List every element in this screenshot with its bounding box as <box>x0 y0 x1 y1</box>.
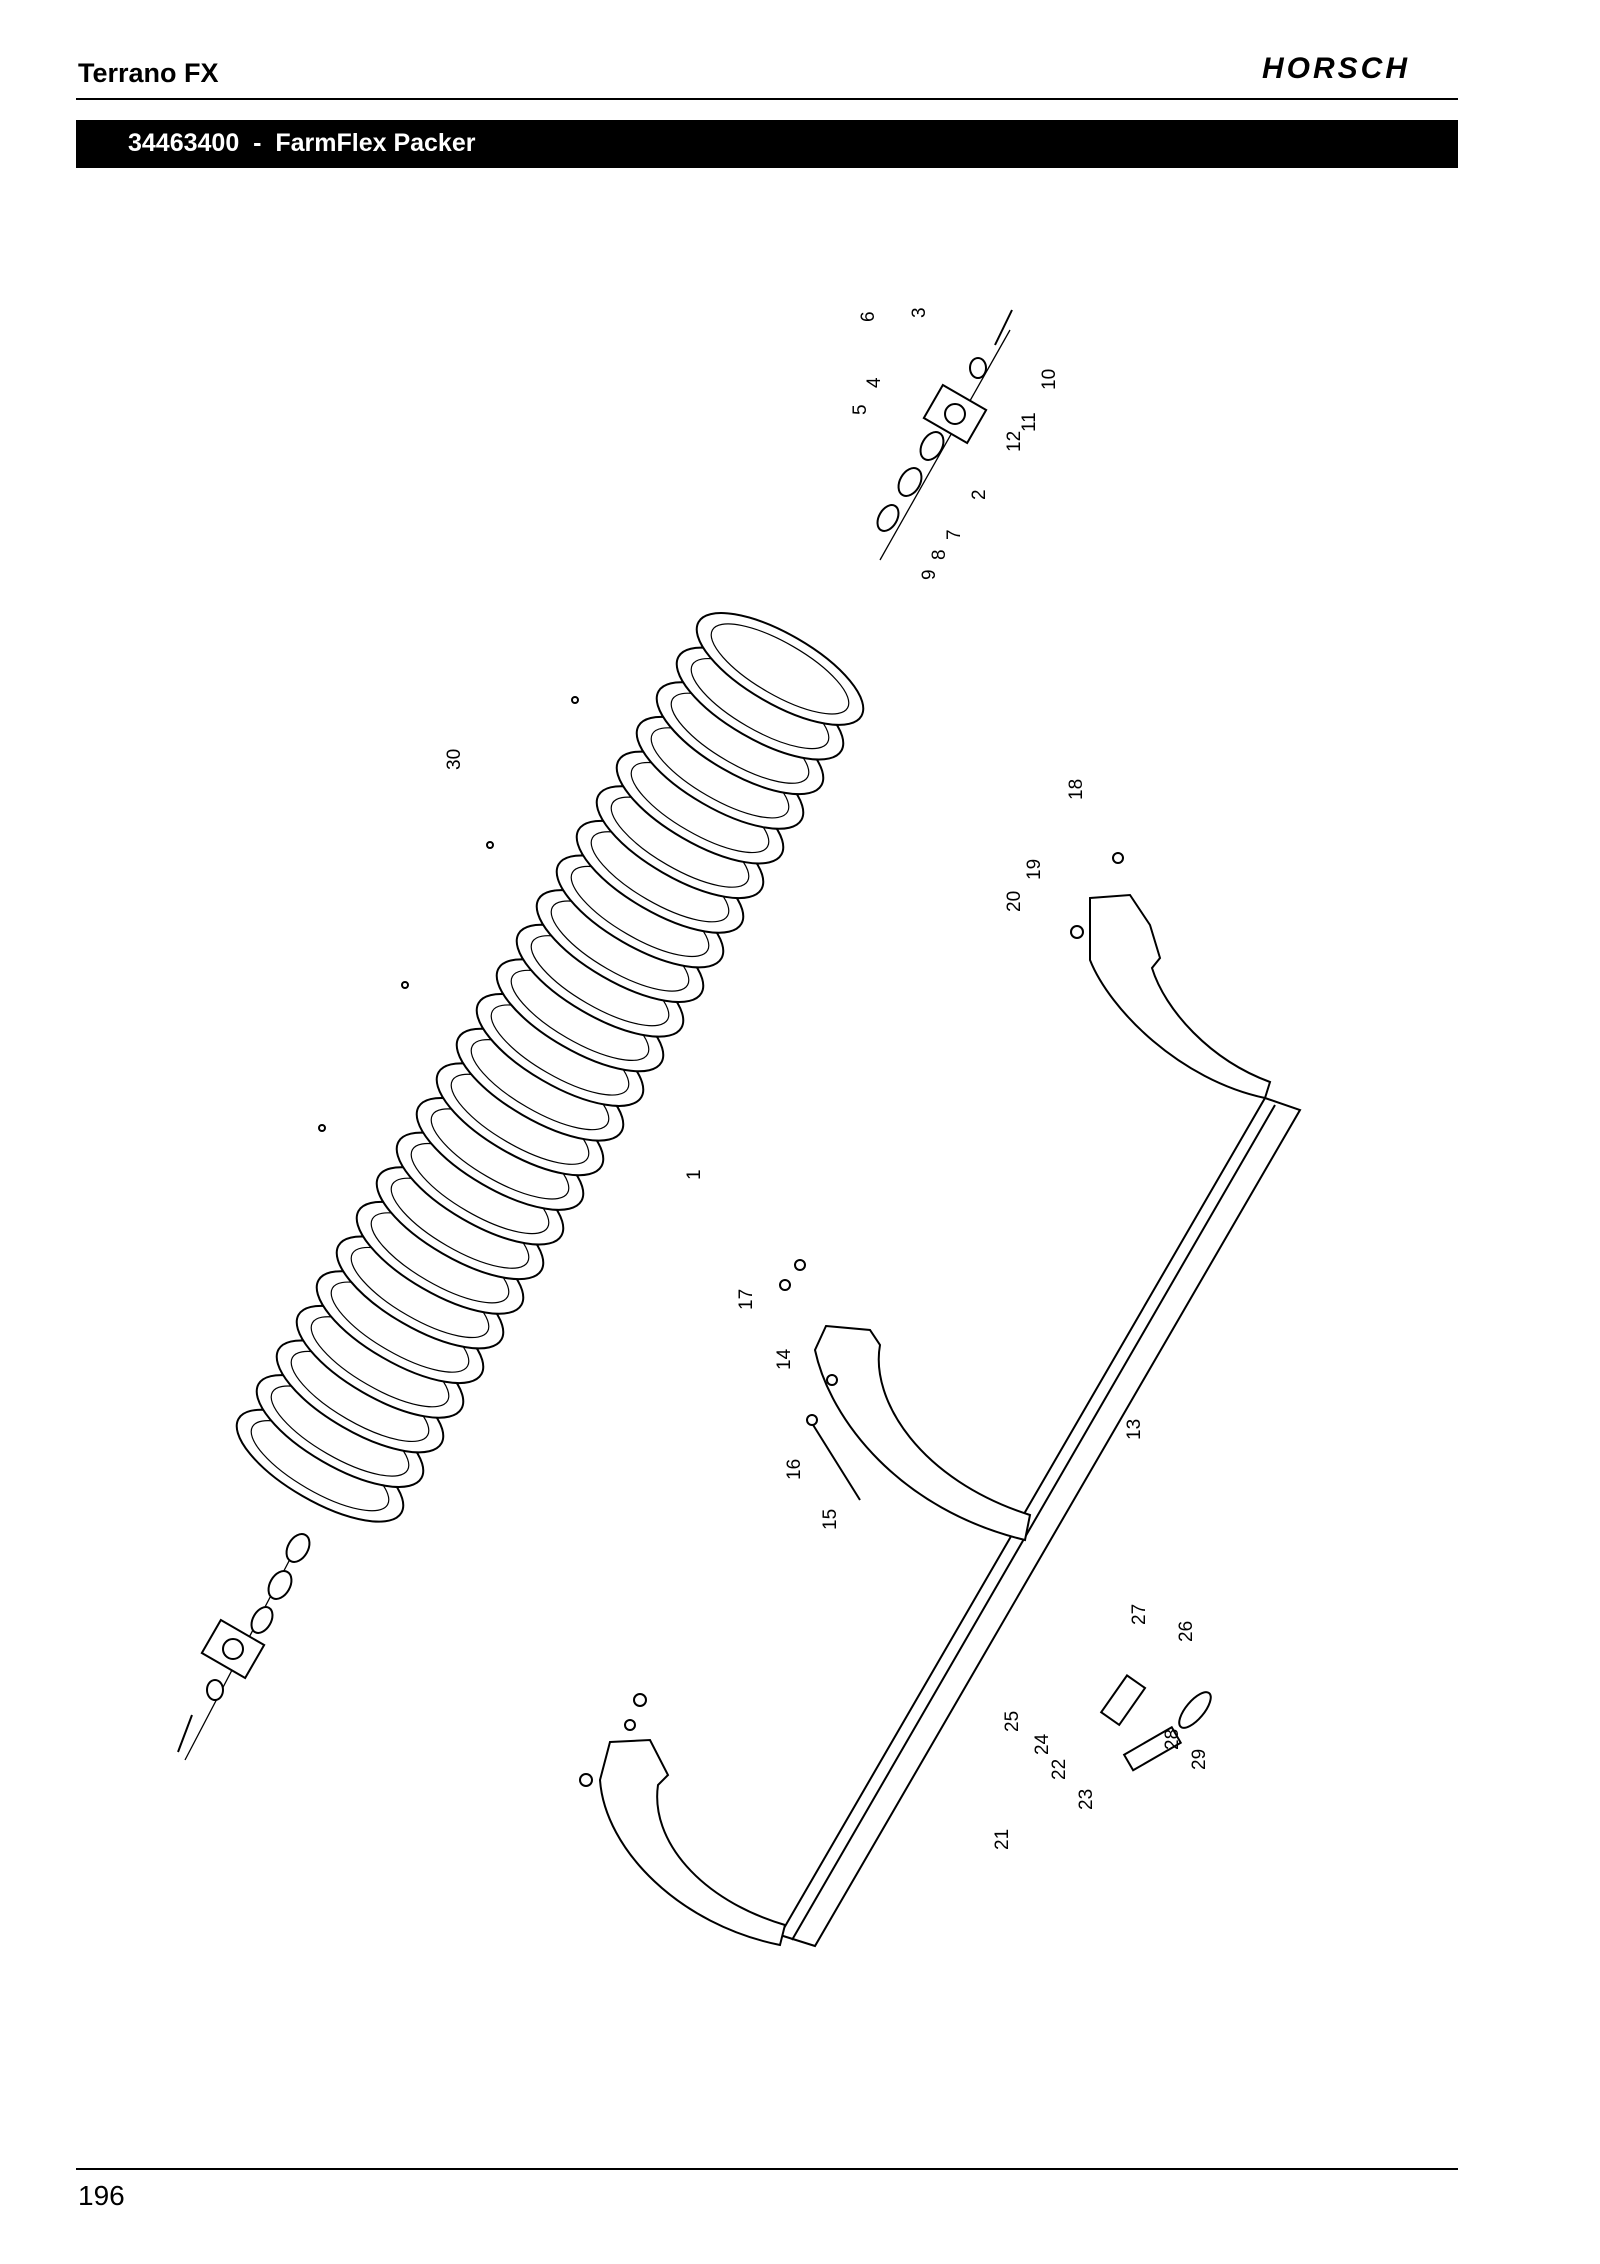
callout-18: 18 <box>1066 779 1087 800</box>
callout-9: 9 <box>919 569 940 580</box>
callout-1: 1 <box>684 1169 705 1180</box>
callout-labels: 1234567891011121314151617181920212223242… <box>444 307 1210 1850</box>
callout-24: 24 <box>1032 1733 1053 1755</box>
callout-16: 16 <box>784 1459 805 1480</box>
callout-26: 26 <box>1176 1621 1197 1642</box>
frame-beam <box>778 1096 1302 1948</box>
section-bar: 34463400 - FarmFlex Packer <box>76 120 1458 168</box>
callout-25: 25 <box>1002 1711 1023 1732</box>
callout-2: 2 <box>969 489 990 500</box>
callout-13: 13 <box>1124 1419 1145 1440</box>
header-divider <box>76 98 1458 100</box>
callout-12: 12 <box>1004 431 1025 452</box>
callout-11: 11 <box>1019 412 1040 432</box>
callout-5: 5 <box>850 404 871 415</box>
hardware <box>318 696 1212 1787</box>
section-title: 34463400 - FarmFlex Packer <box>128 129 476 157</box>
callout-3: 3 <box>909 307 930 318</box>
packer-roller <box>220 590 880 1545</box>
brand-logo: HORSCH <box>1262 52 1411 85</box>
callout-15: 15 <box>820 1509 841 1530</box>
bearing-assembly-bottom <box>177 1533 311 1761</box>
document-title: Terrano FX <box>78 58 219 88</box>
callout-30: 30 <box>444 749 465 770</box>
bearing-assembly-top <box>876 309 1013 561</box>
callout-17: 17 <box>736 1289 757 1310</box>
callout-29: 29 <box>1189 1749 1210 1770</box>
callout-28: 28 <box>1162 1729 1183 1750</box>
callout-14: 14 <box>774 1348 795 1370</box>
callout-8: 8 <box>929 549 950 560</box>
callout-27: 27 <box>1129 1604 1150 1625</box>
page-number: 196 <box>78 2180 125 2211</box>
callout-7: 7 <box>944 529 965 540</box>
callout-19: 19 <box>1024 859 1045 880</box>
callout-20: 20 <box>1004 891 1025 912</box>
callout-4: 4 <box>864 377 885 388</box>
callout-6: 6 <box>858 311 879 322</box>
callout-22: 22 <box>1049 1759 1070 1780</box>
callout-21: 21 <box>992 1829 1013 1850</box>
callout-10: 10 <box>1039 369 1060 390</box>
footer-divider <box>76 2168 1458 2170</box>
callout-23: 23 <box>1076 1789 1097 1810</box>
frame-arms <box>598 893 1272 1947</box>
